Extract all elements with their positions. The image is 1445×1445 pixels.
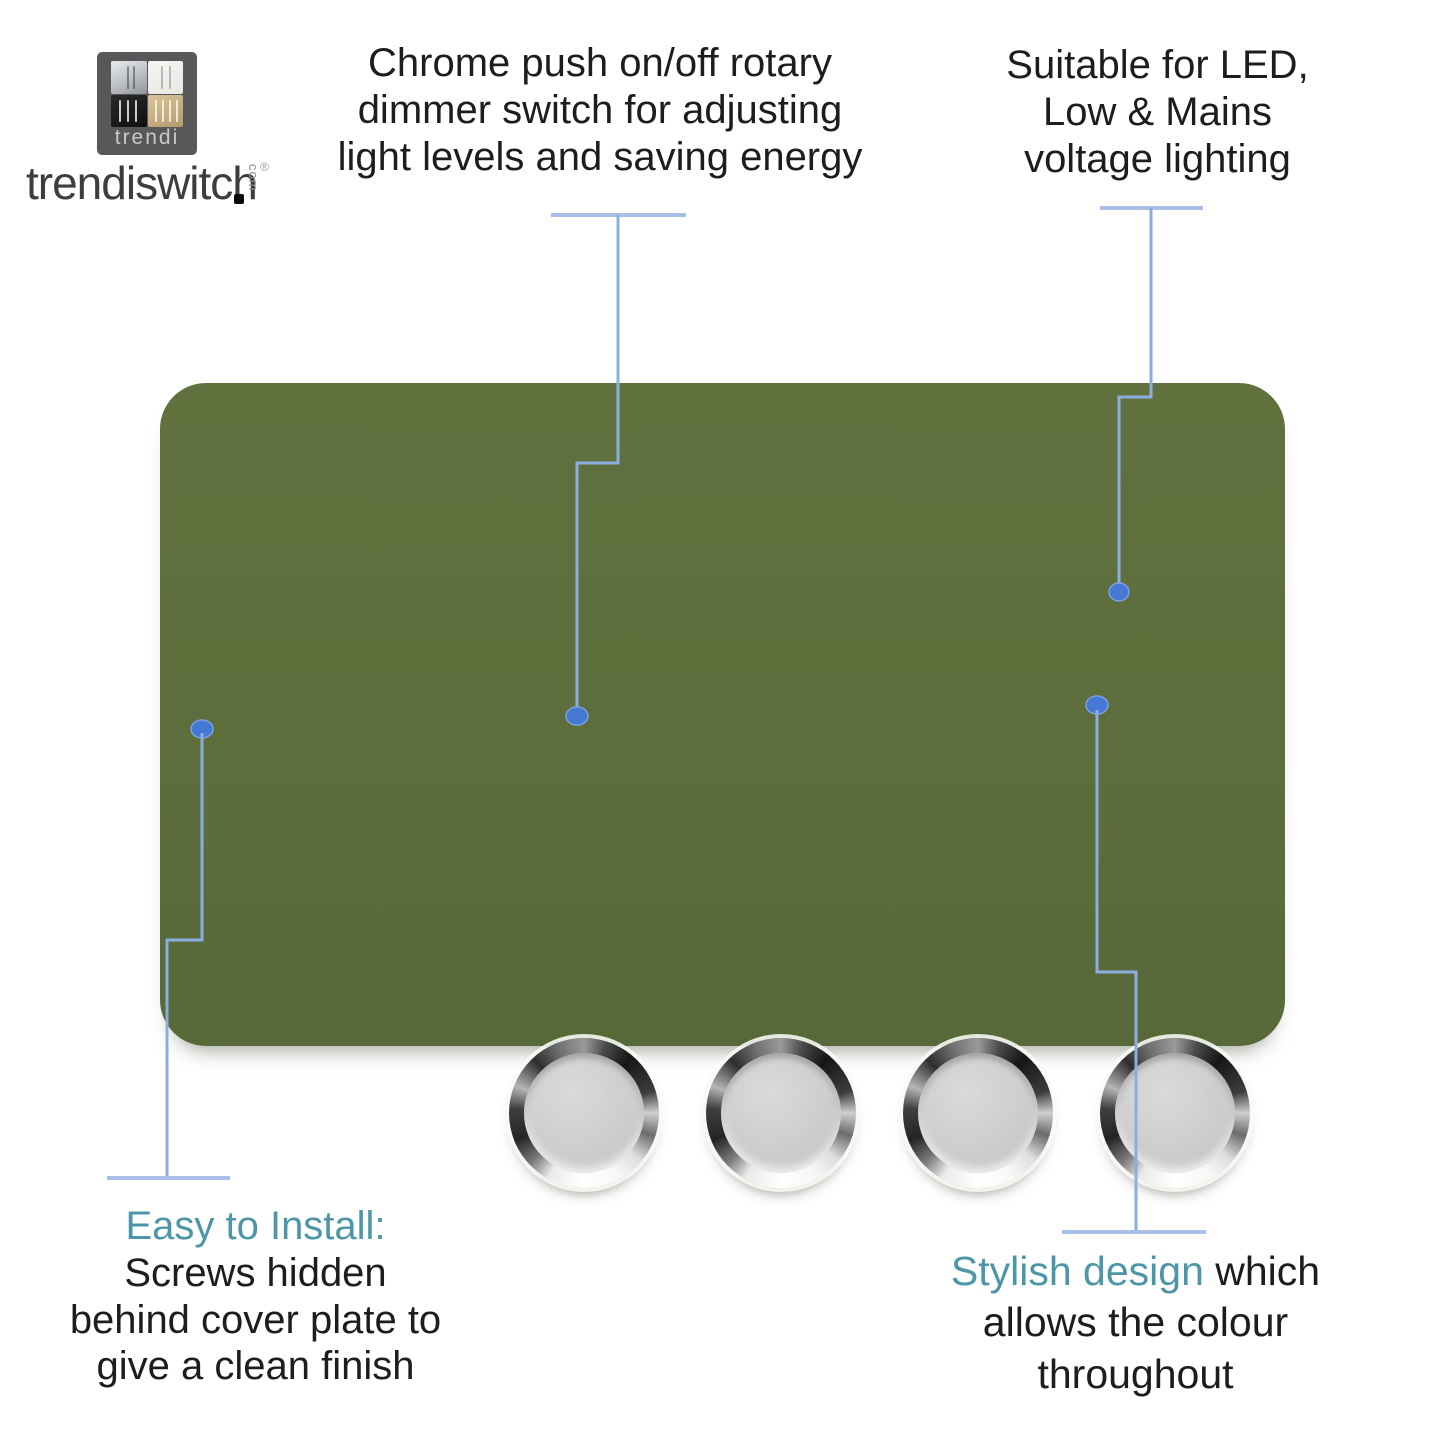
annotation-bottom-left: Easy to Install: Screws hidden behind co… <box>58 1203 453 1390</box>
annotation-line: Low & Mains <box>1043 89 1272 134</box>
annotation-mixed-line: Stylish design which <box>933 1246 1338 1297</box>
annotation-line: light levels and saving energy <box>337 134 863 179</box>
brand-wordmark-dot <box>234 194 244 204</box>
dimmer-switch-plate <box>160 383 1285 1188</box>
annotation-line: behind cover plate to <box>69 1297 442 1342</box>
annotation-line: Suitable for LED, <box>1006 43 1309 87</box>
annotation-line: dimmer switch for adjusting <box>357 87 843 132</box>
annotation-line: Screws hidden <box>124 1250 387 1295</box>
registered-trademark-icon: ® <box>260 160 269 174</box>
trendi-logo: trendi <box>97 52 197 155</box>
annotation-line: voltage lighting <box>1024 136 1291 181</box>
annotation-line: which <box>1203 1248 1321 1294</box>
dimmer-knob-3 <box>903 1038 1053 1188</box>
annotation-line: allows the colour <box>982 1299 1289 1346</box>
logo-black-plate-icon <box>111 94 147 127</box>
annotation-highlight: Easy to Install: <box>125 1204 386 1248</box>
logo-chrome-plate-icon <box>111 61 147 94</box>
logo-gold-plate-icon <box>147 94 183 127</box>
dimmer-knob-1 <box>509 1038 659 1188</box>
logo-switch-grid-icon <box>111 61 183 127</box>
annotation-top-right: Suitable for LED, Low & Mains voltage li… <box>985 42 1330 182</box>
dimmer-knob-2 <box>706 1038 856 1188</box>
logo-white-plate-icon <box>147 61 183 94</box>
brand-wordmark: trendiswitch <box>26 157 258 209</box>
annotation-top-center: Chrome push on/off rotary dimmer switch … <box>310 40 890 180</box>
annotation-line: Chrome push on/off rotary <box>368 41 832 85</box>
annotation-highlight: Stylish design <box>950 1248 1204 1294</box>
brand-domain-suffix: com <box>246 164 261 192</box>
dimmer-knob-4 <box>1100 1038 1250 1188</box>
annotation-line: give a clean finish <box>96 1344 415 1389</box>
annotation-line: throughout <box>1037 1350 1234 1397</box>
logo-label: trendi <box>114 126 180 149</box>
annotation-bottom-right: Stylish design which allows the colour t… <box>933 1246 1338 1400</box>
